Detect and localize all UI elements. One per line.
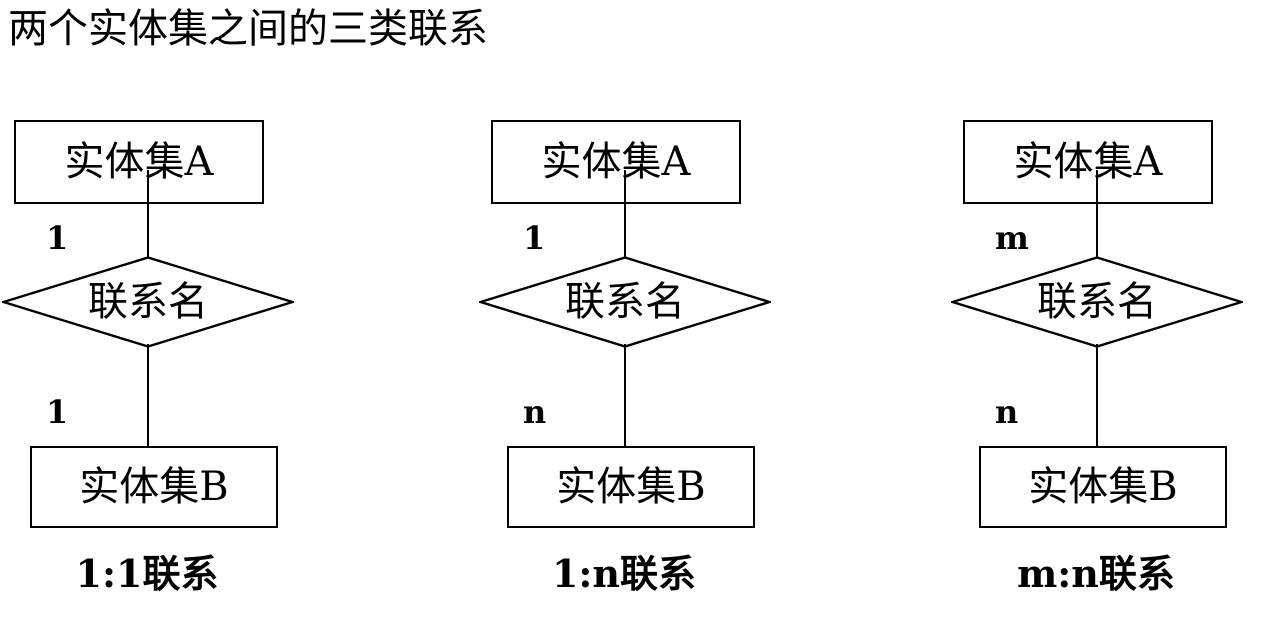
entity-set-a-box: 实体集A xyxy=(963,120,1213,204)
diagram-caption: 1:1联系 xyxy=(75,551,219,596)
entity-set-b-label: 实体集B xyxy=(556,464,706,510)
page-title: 两个实体集之间的三类联系 xyxy=(8,6,488,52)
entity-set-b-label: 实体集B xyxy=(79,464,229,510)
cardinality-lower: n xyxy=(995,393,1019,431)
entity-set-b-box: 实体集B xyxy=(30,446,278,528)
entity-set-a-label: 实体集A xyxy=(64,139,214,185)
er-diagram-many-to-many: 实体集A m 联系名 n 实体集B m:n联系 xyxy=(936,0,1256,638)
connector-line-upper xyxy=(1096,170,1098,258)
relationship-label: 联系名 xyxy=(88,279,208,325)
er-diagram-one-to-many: 实体集A 1 联系名 n 实体集B 1:n联系 xyxy=(464,0,784,638)
er-diagram-one-to-one: 实体集A 1 联系名 1 实体集B 1:1联系 xyxy=(0,0,307,638)
cardinality-lower: 1 xyxy=(46,393,69,431)
cardinality-upper: 1 xyxy=(46,219,69,257)
relationship-diamond: 联系名 xyxy=(2,256,294,348)
diagram-caption: m:n联系 xyxy=(1017,551,1175,596)
relationship-diamond: 联系名 xyxy=(951,256,1243,348)
cardinality-lower: n xyxy=(523,393,547,431)
connector-line-lower xyxy=(624,344,626,448)
entity-set-b-box: 实体集B xyxy=(507,446,755,528)
entity-set-a-box: 实体集A xyxy=(14,120,264,204)
cardinality-upper: m xyxy=(995,219,1029,257)
relationship-label: 联系名 xyxy=(565,279,685,325)
connector-line-upper xyxy=(624,170,626,258)
relationship-label: 联系名 xyxy=(1037,279,1157,325)
entity-set-a-label: 实体集A xyxy=(1013,139,1163,185)
connector-line-upper xyxy=(147,170,149,258)
entity-set-b-box: 实体集B xyxy=(979,446,1227,528)
entity-set-b-label: 实体集B xyxy=(1028,464,1178,510)
entity-set-a-box: 实体集A xyxy=(491,120,741,204)
relationship-diamond: 联系名 xyxy=(479,256,771,348)
connector-line-lower xyxy=(1096,344,1098,448)
diagram-caption: 1:n联系 xyxy=(551,551,697,596)
entity-set-a-label: 实体集A xyxy=(541,139,691,185)
cardinality-upper: 1 xyxy=(523,219,546,257)
connector-line-lower xyxy=(147,344,149,448)
